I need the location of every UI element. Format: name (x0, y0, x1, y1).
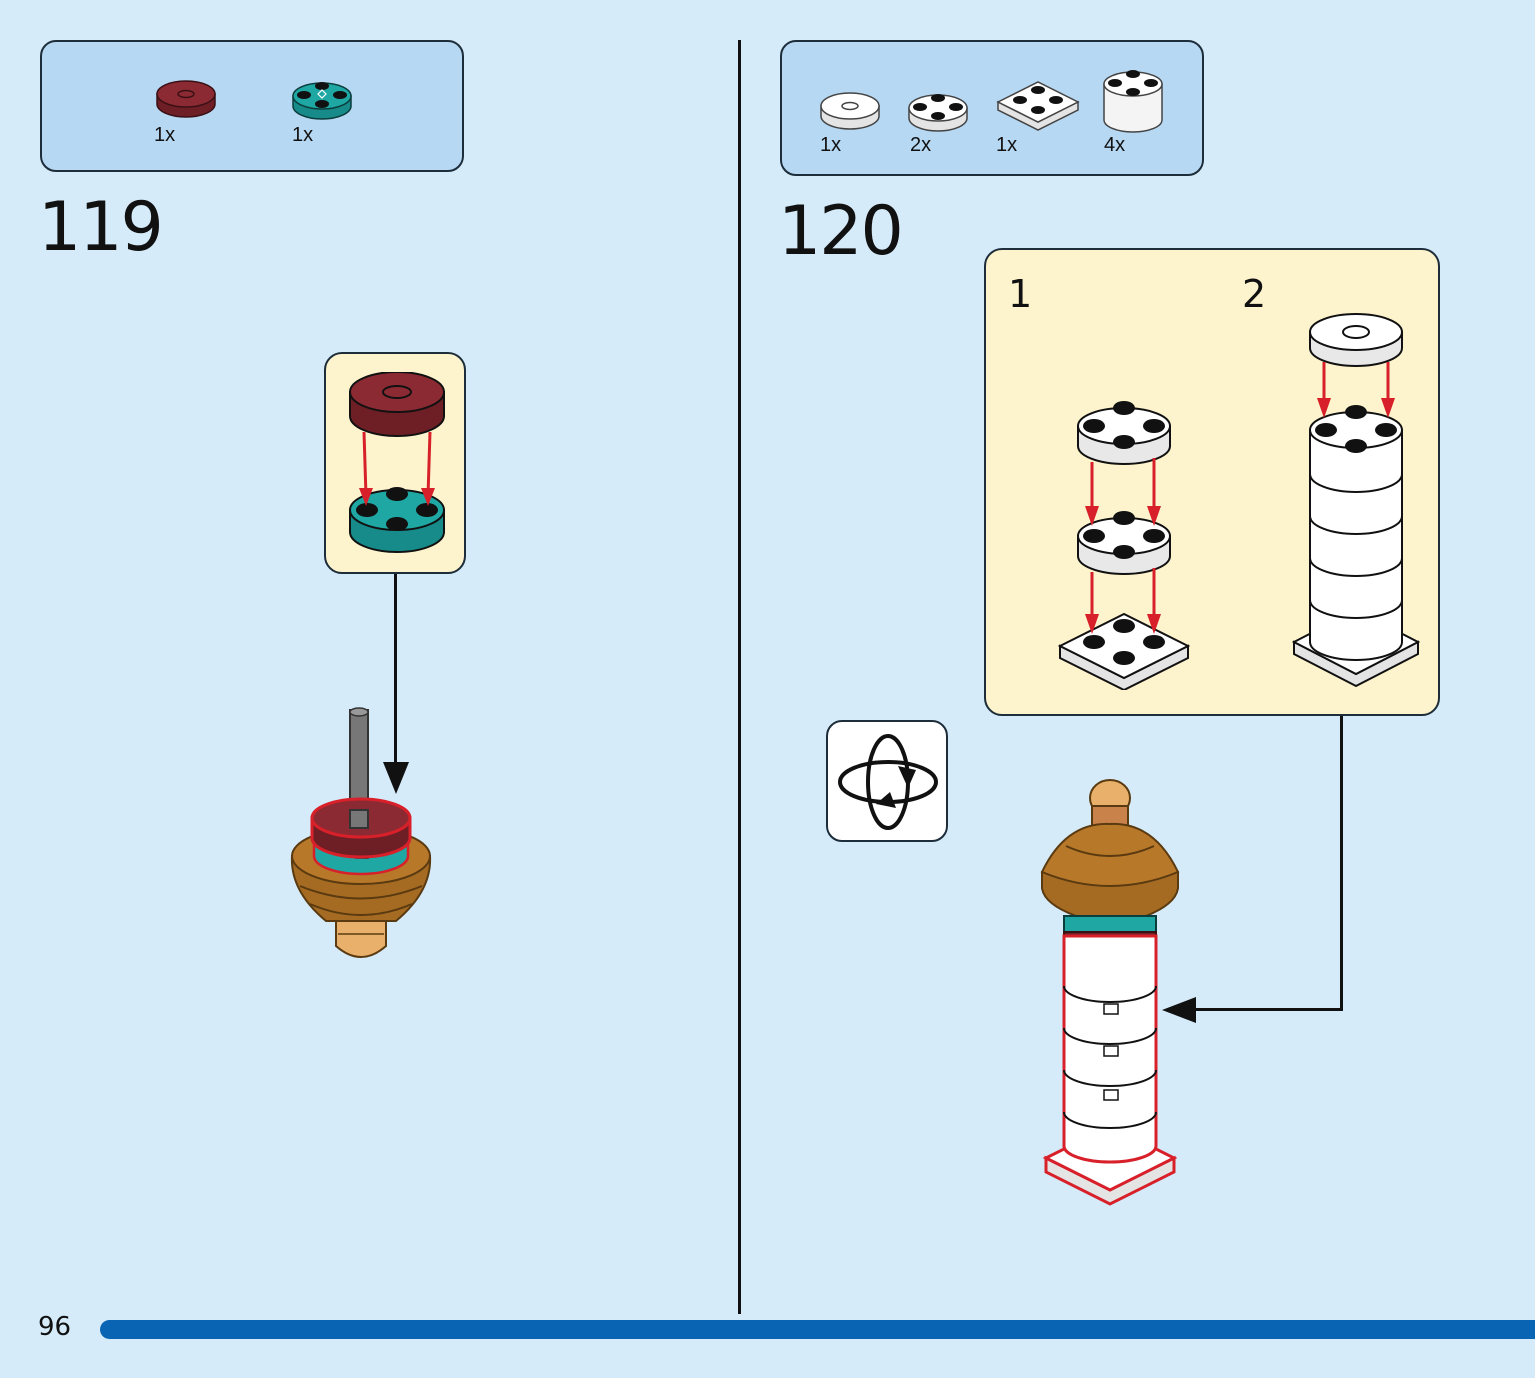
callout-connector-line (1340, 716, 1343, 1010)
lighthouse-tower-model-120 (1040, 779, 1180, 1206)
qty-label: 1x (996, 134, 1018, 156)
qty-label: 1x (292, 124, 314, 146)
sub-step-2-label: 2 (1242, 272, 1267, 316)
rotate-model-icon (826, 720, 948, 842)
sub-step-1-illustration (1057, 401, 1191, 690)
callout-connector-line (1190, 1008, 1343, 1011)
rotate-arrows-icon (838, 734, 938, 830)
white-round-plate-icon (908, 94, 968, 132)
sub-assembly-callout-119 (324, 352, 466, 574)
sub-step-1-label: 1 (1008, 272, 1033, 316)
callout-connector-line (394, 574, 397, 774)
white-plate-2x2-icon (996, 81, 1080, 131)
page-divider (738, 40, 741, 1314)
down-arrow-icon (383, 762, 409, 794)
teal-round-plate-icon (292, 82, 352, 120)
page-number: 96 (38, 1312, 72, 1342)
qty-label: 2x (910, 134, 932, 156)
step-number-120: 120 (778, 192, 904, 271)
white-round-tile-icon (820, 92, 880, 130)
dark-red-round-tile-icon (156, 80, 216, 118)
progress-bar (100, 1320, 1535, 1339)
parts-list-120: 1x 2x 1x 4x (780, 40, 1204, 176)
parts-list-119: 1x 1x (40, 40, 464, 172)
sub-step-2-illustration (1291, 313, 1420, 688)
tile-onto-plate-illustration (349, 372, 445, 553)
white-round-brick-icon (1103, 70, 1163, 133)
sub-assembly-callout-120: 1 2 (984, 248, 1440, 716)
left-arrow-icon (1162, 997, 1196, 1023)
qty-label: 4x (1104, 134, 1126, 156)
qty-label: 1x (154, 124, 176, 146)
qty-label: 1x (820, 134, 842, 156)
step-number-119: 119 (38, 188, 164, 267)
lighthouse-top-model-119 (290, 707, 432, 958)
